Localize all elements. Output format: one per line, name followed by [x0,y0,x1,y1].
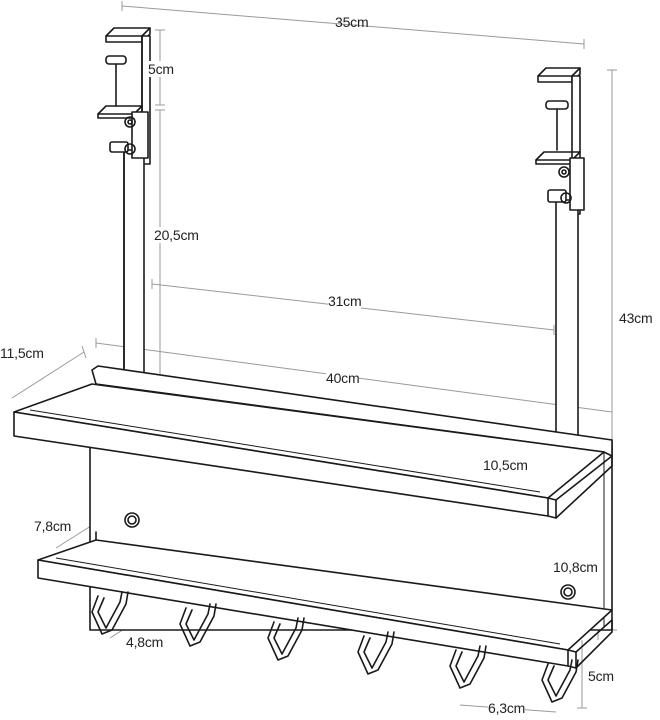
hook-4 [357,631,395,675]
upper-shelf [13,365,613,519]
left-hanger [97,27,151,379]
hook-2 [179,603,217,647]
hook-1 [91,591,129,635]
dimension-bar-length: 20,5cm [154,227,199,243]
dimension-top-width: 35cm [335,14,369,30]
dimension-lower-shelf-depth: 7,8cm [34,518,72,534]
dimension-hook-height: 5cm [588,668,614,684]
hook-6 [541,659,579,703]
hook-3 [267,617,305,661]
dimension-total-height: 43cm [619,310,653,326]
dimension-hook-width: 4,8cm [126,634,164,650]
hook-5 [449,645,487,689]
dimension-upper-shelf-depth: 10,5cm [483,457,528,473]
dimension-clamp-height: 5cm [148,61,174,77]
dimension-bar-spacing: 31cm [328,293,362,309]
right-hanger [535,67,585,439]
dimension-shelf-width: 40cm [326,370,360,386]
dimension-hook-spacing: 6,3cm [488,700,526,716]
dimension-shelf-spacing: 10,8cm [553,559,598,575]
hooks [91,591,579,703]
dimension-depth: 11,5cm [0,345,44,361]
